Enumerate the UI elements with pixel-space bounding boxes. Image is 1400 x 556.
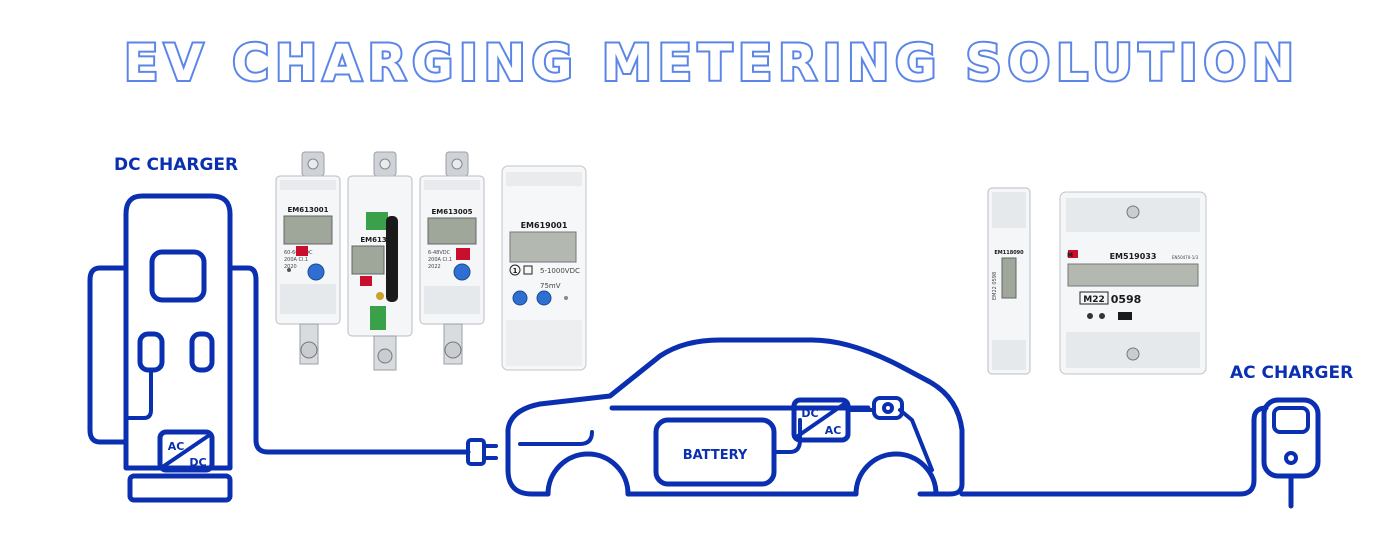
- ac-charger-label: AC CHARGER: [1230, 363, 1353, 383]
- dc-cable: [253, 437, 471, 455]
- dc-ac-converter-symbol: DC AC: [791, 397, 851, 443]
- meter-model-label: EM118090: [994, 250, 1024, 256]
- page-title: EV CHARGING METERING SOLUTION: [124, 34, 1300, 92]
- meter-model-label: EM519033: [1110, 252, 1157, 261]
- dcac-top-label: DC: [801, 407, 818, 420]
- meter-spec-label: 2022: [428, 264, 441, 270]
- meter-em118090: EM118090 EM22 0598: [987, 187, 1031, 375]
- meter-circle-label: 1: [513, 267, 518, 275]
- meter-spec-label: 200A Cl.1: [428, 257, 452, 263]
- meter-standard-label: EN50470-1/3: [1172, 255, 1199, 260]
- meter-range-label: 5-1000VDC: [540, 267, 580, 275]
- acdc-bottom-label: DC: [189, 456, 206, 469]
- meter-model-label: EM619001: [521, 221, 568, 230]
- ac-inlet-icon: [846, 396, 904, 420]
- meter-em519033: M EM519033 EN50470-1/3 M22 0598: [1059, 191, 1207, 375]
- meter-em6130-wireless: EM6130: [347, 151, 413, 371]
- ac-cable: [959, 405, 1269, 497]
- dc-charger-icon: AC DC: [87, 193, 259, 503]
- meter-model-label: EM613001: [288, 206, 329, 214]
- battery-icon: BATTERY: [653, 417, 777, 487]
- meter-spec-label: 200A Cl.1: [284, 257, 308, 263]
- meter-em613005: EM613005 6-48VDC 200A Cl.1 2022: [419, 151, 485, 365]
- meter-shunt-label: 75mV: [540, 282, 561, 290]
- meter-spec-label: 2020: [284, 264, 297, 270]
- dc-plug-icon: [466, 438, 498, 466]
- meter-model-label: EM613005: [432, 208, 473, 216]
- meter-brand-label: M: [1067, 252, 1073, 259]
- acdc-top-label: AC: [168, 440, 185, 453]
- meter-spec-label: 6-48VDC: [428, 250, 451, 256]
- meter-em619001: EM619001 1 5-1000VDC 75mV: [501, 165, 587, 371]
- ac-dc-converter-symbol: AC DC: [157, 429, 215, 473]
- ac-charger-icon: [1261, 397, 1321, 509]
- meter-code-label: 0598: [1111, 293, 1142, 306]
- dc-charger-label: DC CHARGER: [114, 155, 238, 175]
- meter-mark-label: M22: [1083, 295, 1104, 305]
- meter-model-label: EM6130: [360, 236, 391, 244]
- meter-vertical-label: EM22 0598: [992, 272, 998, 300]
- dcac-bottom-label: AC: [825, 424, 842, 437]
- battery-label: BATTERY: [683, 448, 748, 463]
- meter-em613001: EM613001 60-600VDC 200A Cl.1 2020: [275, 151, 341, 365]
